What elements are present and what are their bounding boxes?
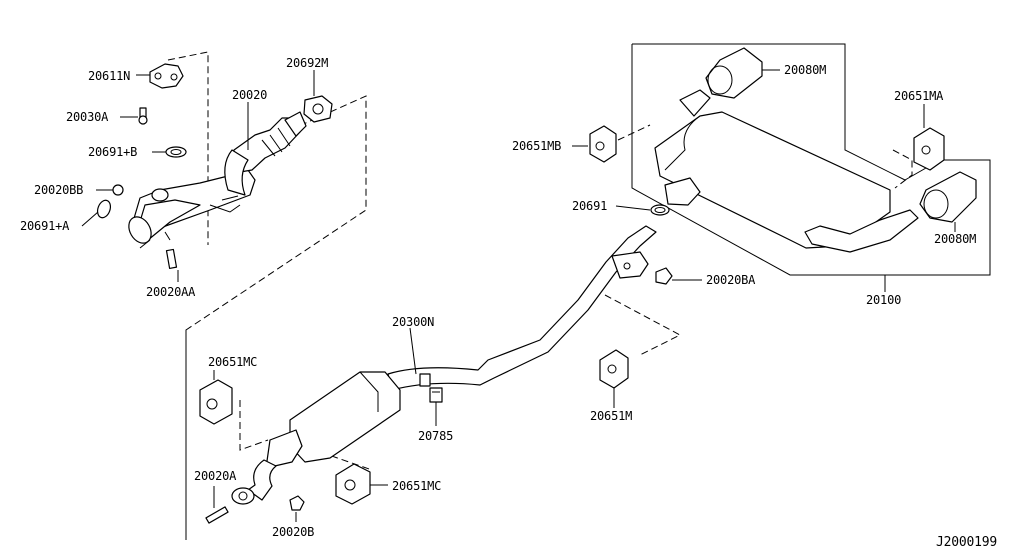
- nut-20020BA: [655, 267, 673, 285]
- label-20651M: 20651M: [590, 409, 632, 423]
- bolt-20030A: [138, 107, 148, 125]
- label-20300N: 20300N: [392, 315, 434, 329]
- part-labels: 20611N 20030A 20691+B 20020BB 20691+A 20…: [20, 56, 997, 550]
- gasket-20691A: [96, 199, 112, 219]
- mount-rubber-20651MB: [589, 125, 617, 163]
- label-20020AA: 20020AA: [146, 285, 196, 299]
- label-20611N: 20611N: [88, 69, 130, 83]
- label-20030A: 20030A: [66, 110, 109, 124]
- leader-lines: [81, 69, 956, 522]
- label-20020BA: 20020BA: [706, 273, 756, 287]
- label-20020BB: 20020BB: [34, 183, 83, 197]
- exhaust-manifold-gasket: [149, 63, 184, 89]
- label-20020B: 20020B: [272, 525, 314, 539]
- label-20651MC-bottom: 20651MC: [392, 479, 441, 493]
- tail-finisher-top: [679, 47, 763, 117]
- tail-finisher-right: [919, 171, 977, 223]
- mount-rubber-20651M: [599, 349, 629, 389]
- label-20691B: 20691+B: [88, 145, 137, 159]
- label-20651MB: 20651MB: [512, 139, 561, 153]
- catalyst-assembly: [128, 111, 307, 249]
- clamp-20785: [429, 387, 443, 403]
- label-20785: 20785: [418, 429, 453, 443]
- gasket-20691B: [165, 146, 187, 158]
- nut-20020BB: [112, 184, 124, 196]
- diagram-code: J2000199: [936, 535, 997, 550]
- label-20100: 20100: [866, 293, 901, 307]
- label-20691A: 20691+A: [20, 219, 70, 233]
- label-20651MA: 20651MA: [894, 89, 944, 103]
- gasket-20692M: [303, 95, 333, 123]
- nut-20020B: [289, 495, 305, 511]
- mount-rubber-20651MC-left: [199, 379, 233, 425]
- mount-rubber-20651MA: [913, 127, 945, 171]
- center-muffler: [231, 371, 401, 505]
- stud-20020A: [205, 506, 229, 524]
- stud-20020AA: [165, 248, 178, 269]
- label-20692M: 20692M: [286, 56, 328, 70]
- label-20080M-right: 20080M: [934, 232, 976, 246]
- hanger-dash-lines: [604, 124, 913, 356]
- label-20651MC-left: 20651MC: [208, 355, 257, 369]
- label-20691: 20691: [572, 199, 607, 213]
- mount-rubber-20651MC-bottom: [335, 463, 371, 505]
- label-20080M-top: 20080M: [784, 63, 826, 77]
- label-20020A: 20020A: [194, 469, 237, 483]
- rear-muffler: [650, 111, 919, 253]
- center-pipe: [387, 225, 657, 391]
- label-20020: 20020: [232, 88, 267, 102]
